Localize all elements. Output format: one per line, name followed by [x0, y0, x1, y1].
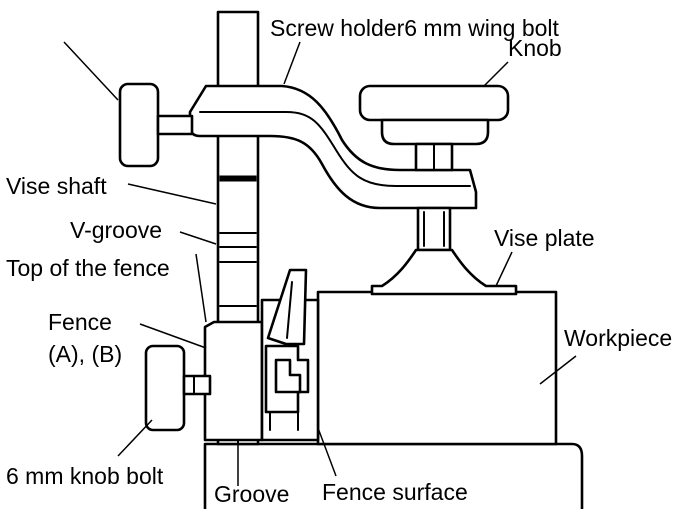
- leader-fence-surface: [317, 427, 337, 477]
- label-knob: Knob: [508, 35, 562, 61]
- screw-holder: [188, 84, 478, 210]
- leader-side-knob: [63, 41, 119, 101]
- leader-knob-bolt: [117, 419, 153, 457]
- label-v-groove: V-groove: [70, 217, 162, 243]
- leader-screw-holder: [283, 41, 301, 85]
- label-fence-surface: Fence surface: [322, 479, 468, 505]
- leader-top-of-fence: [195, 253, 207, 323]
- label-top-of-fence: Top of the fence: [6, 255, 170, 281]
- label-fence-ab: (A), (B): [48, 341, 122, 367]
- workpiece-block: [316, 290, 558, 446]
- leader-workpiece: [539, 355, 577, 385]
- leader-vise-plate: [495, 251, 513, 287]
- label-groove: Groove: [214, 481, 289, 507]
- leader-v-groove: [179, 231, 217, 245]
- label-fence: Fence: [48, 309, 112, 335]
- leader-knob: [483, 61, 509, 87]
- label-screw-holder: Screw holder6 mm wing bolt: [270, 15, 560, 41]
- fence-body: [203, 268, 320, 442]
- label-workpiece: Workpiece: [564, 325, 672, 351]
- vise-plate: [370, 248, 518, 296]
- base-table: [203, 442, 584, 509]
- leader-vise-shaft: [127, 183, 217, 205]
- label-vise-plate: Vise plate: [494, 225, 595, 251]
- leader-lines: [63, 41, 577, 486]
- wing-bolt-stem: [416, 206, 452, 252]
- knob-bolt: [144, 344, 212, 432]
- wing-bolt-knob: [358, 84, 510, 172]
- leader-fence: [139, 323, 207, 349]
- label-knob-bolt: 6 mm knob bolt: [6, 463, 164, 489]
- label-vise-shaft: Vise shaft: [6, 173, 107, 199]
- side-knob: [118, 82, 194, 168]
